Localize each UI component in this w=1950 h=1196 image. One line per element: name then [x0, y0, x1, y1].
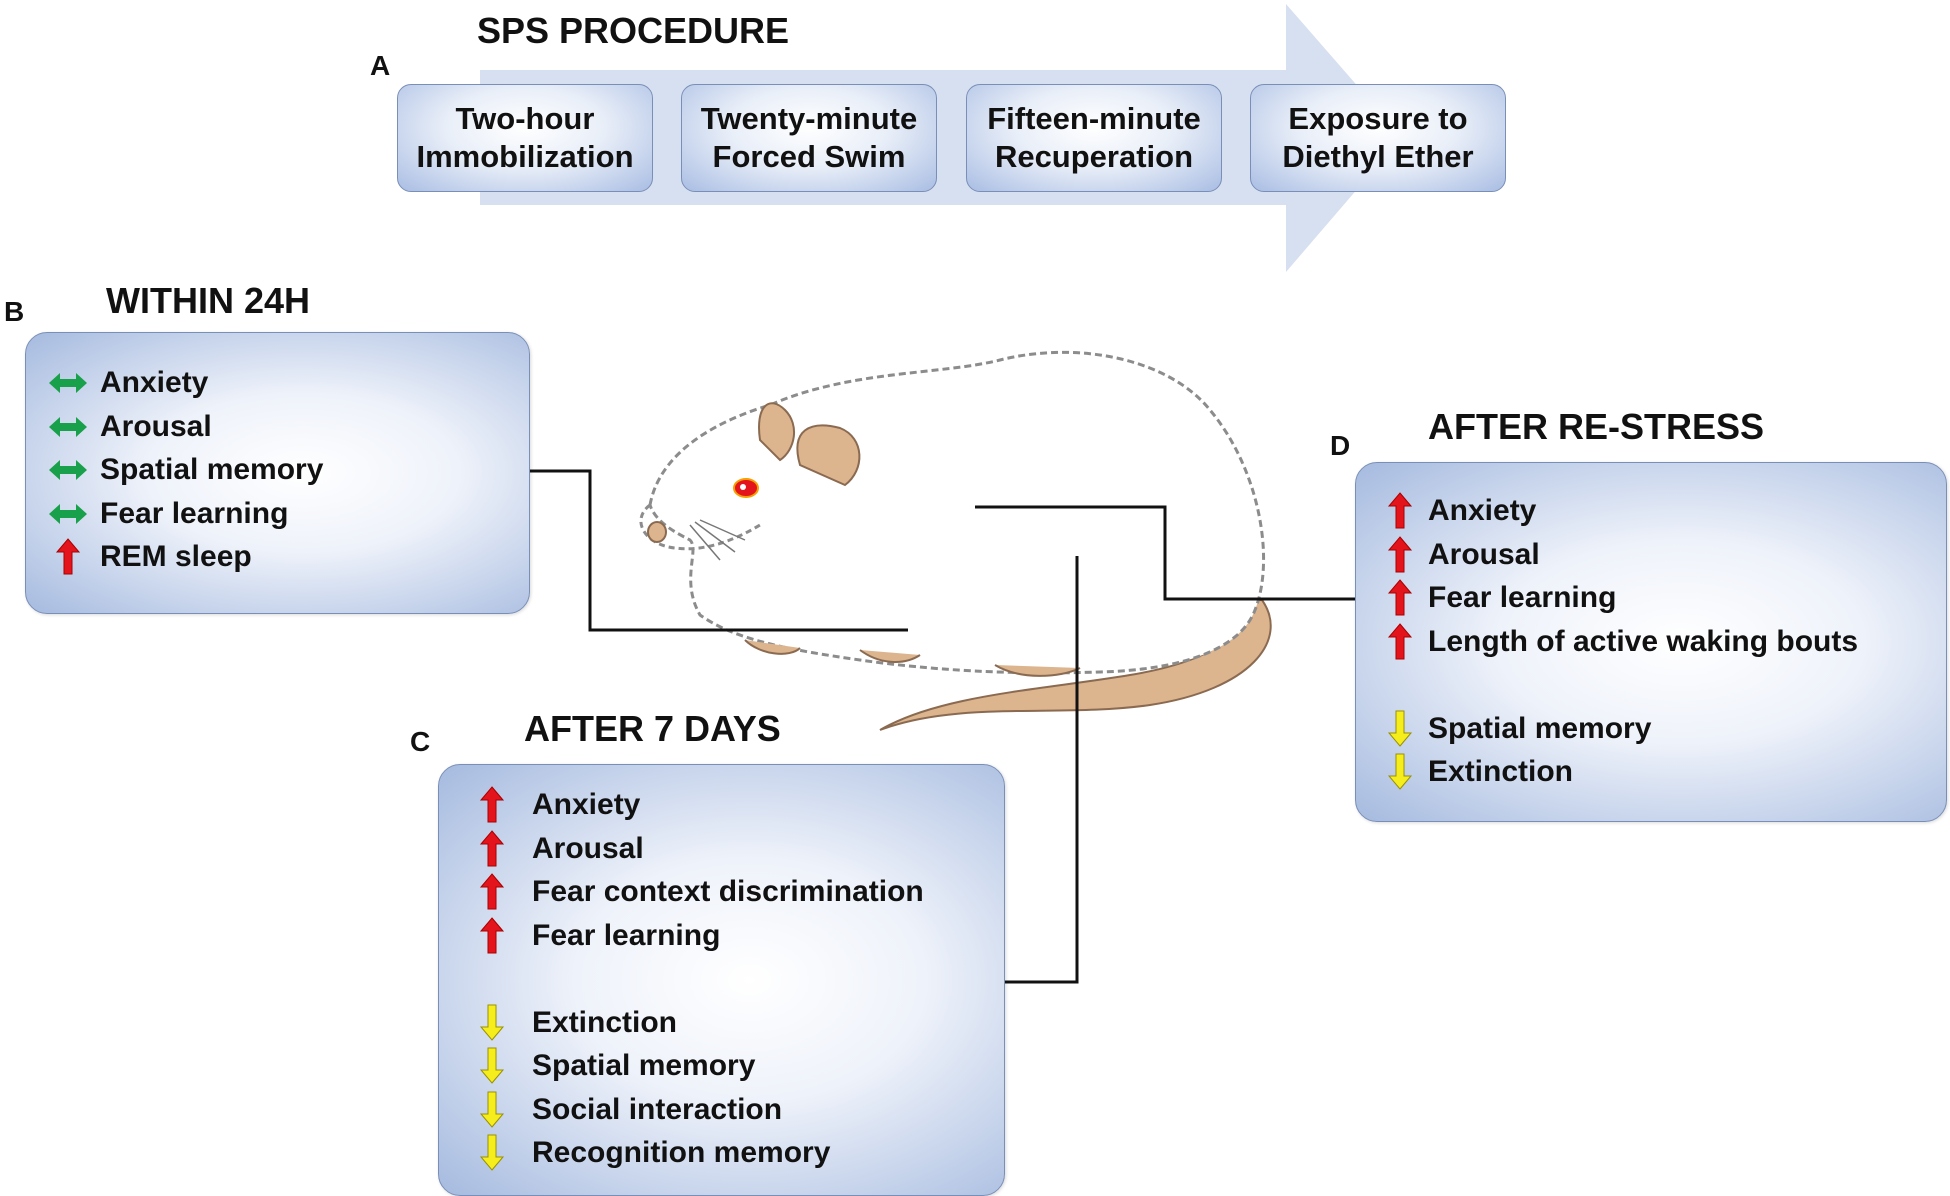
panel-b-item: Anxiety [100, 366, 209, 399]
increase-arrow-icon [472, 786, 512, 823]
no-change-arrow-icon [48, 365, 88, 401]
panel-b-title: WITHIN 24H [106, 280, 311, 321]
panel-d-box [1355, 462, 1947, 822]
no-change-arrow-icon [48, 452, 88, 488]
no-change-arrow-icon [48, 496, 88, 532]
panel-d-item: Length of active waking bouts [1428, 624, 1859, 658]
no-change-arrow-icon [48, 409, 88, 445]
decrease-arrow-icon [472, 1047, 512, 1084]
decrease-arrow-icon [472, 1134, 512, 1171]
rat-hind-foot [994, 664, 1081, 677]
panel-c-box [438, 764, 1005, 1196]
panel-c-item: Fear context discrimination [532, 875, 924, 908]
panel-c-item: Anxiety [532, 788, 641, 821]
increase-arrow-icon [1380, 622, 1420, 660]
panel-b-item: Arousal [100, 409, 212, 443]
panel-b-item: Spatial memory [100, 453, 324, 486]
panel-b-item: Fear learning [100, 496, 289, 530]
rat-eye [733, 478, 759, 498]
decrease-arrow-icon [1380, 753, 1420, 790]
panel-c-item: Extinction [532, 1005, 678, 1039]
connector-b [530, 469, 908, 632]
panel-c-item: Arousal [532, 831, 644, 865]
panel-b-letter: B [4, 296, 25, 327]
panel-c-item: Fear learning [532, 918, 721, 952]
increase-arrow-icon [1380, 535, 1420, 573]
panel-d-letter: D [1330, 430, 1351, 461]
panel-d-title: AFTER RE-STRESS [1428, 406, 1765, 447]
panel-d-item: Spatial memory [1428, 711, 1652, 745]
panel-b-item: REM sleep [100, 540, 252, 573]
panel-a-title: SPS PROCEDURE [477, 10, 790, 51]
panel-a-letter: A [370, 50, 391, 81]
connector-d [975, 505, 1355, 601]
panel-d-item: Extinction [1428, 755, 1574, 788]
decrease-arrow-icon [1380, 710, 1420, 747]
rat-nose [647, 521, 667, 543]
rat-mid-foot [859, 649, 921, 663]
increase-arrow-icon [1380, 579, 1420, 616]
increase-arrow-icon [48, 538, 88, 575]
panel-c-item: Spatial memory [532, 1049, 756, 1082]
panel-d-item: Fear learning [1428, 581, 1617, 614]
decrease-arrow-icon [472, 1004, 512, 1041]
rat-ear-front [796, 424, 861, 487]
increase-arrow-icon [472, 873, 512, 910]
panel-d-item: Anxiety [1428, 494, 1537, 527]
connector-c [1005, 556, 1079, 984]
increase-arrow-icon [1380, 492, 1420, 529]
panel-d-item: Arousal [1428, 537, 1540, 571]
panel-c-item: Recognition memory [532, 1136, 831, 1169]
increase-arrow-icon [472, 916, 512, 954]
panel-c-title: AFTER 7 DAYS [524, 708, 781, 749]
panel-b-box [25, 332, 530, 614]
rat-ear-back [758, 402, 796, 462]
increase-arrow-icon [472, 829, 512, 867]
panel-c-letter: C [410, 726, 431, 757]
decrease-arrow-icon [472, 1091, 512, 1128]
panel-c-item: Social interaction [532, 1092, 783, 1126]
rat-front-foot [744, 639, 801, 655]
